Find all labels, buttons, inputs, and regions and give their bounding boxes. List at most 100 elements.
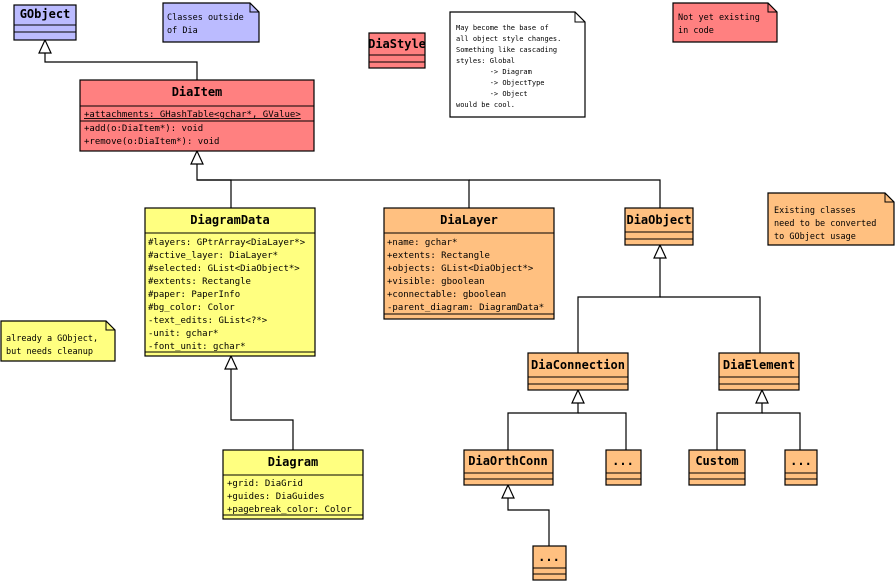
attribute-0: +attachments: GHashTable<gchar*, GValue> (84, 110, 301, 120)
class-box (383, 207, 555, 320)
arrowhead-diaobject (653, 243, 667, 259)
attribute-4: #paper: PaperInfo (148, 290, 240, 300)
class-elem-more[interactable]: ... (784, 449, 818, 486)
note-line-2: Something like cascading (456, 46, 557, 54)
note-already-gobject: already a GObject, but needs cleanup (0, 320, 116, 362)
class-box (79, 79, 315, 152)
class-name: ... (612, 454, 634, 468)
class-name: ... (790, 454, 812, 468)
class-name: DiaElement (723, 358, 795, 372)
attribute-7: -unit: gchar* (148, 329, 218, 339)
note-shape (0, 320, 116, 362)
note-line-5: -> ObjectType (456, 79, 545, 87)
inheritance-arrowheads (38, 38, 769, 499)
class-name: DiaStyle (368, 37, 426, 51)
arrowhead-diaconnection (571, 388, 585, 404)
attribute-3: #extents: Rectangle (148, 277, 251, 287)
operation-1: +remove(o:DiaItem*): void (84, 137, 219, 147)
note-line-1: of Dia (167, 26, 198, 36)
note-line-0: Existing classes (774, 206, 856, 216)
class-box (13, 4, 77, 41)
class-name: Custom (695, 454, 738, 468)
class-diaobject[interactable]: DiaObject (624, 207, 694, 246)
class-name: DiaConnection (531, 358, 625, 372)
class-name: DiaItem (172, 85, 223, 99)
class-custom[interactable]: Custom (688, 449, 746, 486)
note-line-0: Not yet existing (678, 13, 760, 23)
arrowhead-gobject (38, 38, 52, 54)
note-line-1: all object style changes. (456, 35, 561, 43)
note-cascading-styles: May become the base of all object style … (449, 11, 586, 118)
class-diaorthconn[interactable]: DiaOrthConn (463, 449, 554, 486)
class-diagramdata[interactable]: DiagramData #layers: GPtrArray<DiaLayer*… (144, 207, 316, 357)
attribute-2: +pagebreak_color: Color (227, 505, 352, 515)
attribute-4: +connectable: gboolean (387, 290, 506, 300)
class-name: Diagram (268, 455, 319, 469)
note-not-yet-existing: Not yet existing in code (672, 2, 778, 43)
arrowhead-diaorthconn (501, 483, 515, 499)
attribute-0: #layers: GPtrArray<DiaLayer*> (148, 238, 306, 248)
arrowhead-diaitem (190, 149, 204, 165)
connector-diagram-diagramdata (230, 369, 294, 450)
class-diaitem[interactable]: DiaItem +attachments: GHashTable<gchar*,… (79, 79, 315, 152)
connector-elemmore-diaelement (762, 412, 801, 450)
class-conn-more[interactable]: ... (605, 449, 642, 486)
note-line-7: would be cool. (456, 101, 515, 109)
note-line-0: May become the base of (456, 24, 549, 32)
note-shape (162, 2, 260, 43)
attribute-5: -parent_diagram: DiagramData* (387, 303, 544, 313)
note-line-0: already a GObject, (6, 334, 98, 344)
connector-diaorthconn-diaconnection (507, 403, 579, 450)
attribute-1: +extents: Rectangle (387, 251, 490, 261)
attribute-2: +objects: GList<DiaObject*> (387, 264, 534, 274)
connector-diagramdata-diaitem (196, 164, 232, 208)
connector-diaobject-diaitem (469, 179, 661, 208)
connector-custom-diaelement (716, 403, 763, 450)
connector-dialayer-diaitem (197, 179, 470, 208)
connector-diaconnection-diaobject (577, 258, 661, 353)
attribute-0: +grid: DiaGrid (227, 479, 303, 489)
attribute-1: #active_layer: DiaLayer* (148, 251, 278, 261)
connector-diaitem-gobject (44, 53, 198, 80)
class-diagram[interactable]: Diagram +grid: DiaGrid +guides: DiaGuide… (222, 449, 364, 520)
arrowhead-diagramdata (224, 354, 238, 370)
attribute-1: +guides: DiaGuides (227, 492, 325, 502)
class-name: DiaObject (626, 213, 691, 227)
arrowhead-diaelement (755, 388, 769, 404)
class-name: ... (538, 550, 560, 564)
note-line-3: styles: Global (456, 57, 515, 65)
note-line-6: -> Object (456, 90, 528, 98)
attribute-0: +name: gchar* (387, 238, 457, 248)
attribute-2: #selected: GList<DiaObject*> (148, 264, 300, 274)
note-existing-classes: Existing classes need to be converted to… (767, 192, 895, 246)
class-diastyle[interactable]: DiaStyle (368, 32, 426, 69)
class-diaconnection[interactable]: DiaConnection (527, 352, 629, 391)
class-orth-more[interactable]: ... (532, 545, 567, 581)
class-gobject[interactable]: GObject (13, 4, 77, 41)
note-line-1: but needs cleanup (6, 347, 93, 357)
class-diaelement[interactable]: DiaElement (718, 352, 800, 391)
class-name: DiagramData (190, 213, 269, 227)
note-shape (767, 192, 895, 246)
class-name: GObject (20, 7, 71, 21)
note-line-2: to GObject usage (774, 232, 856, 242)
class-dialayer[interactable]: DiaLayer +name: gchar* +extents: Rectang… (383, 207, 555, 320)
attribute-5: #bg_color: Color (148, 303, 235, 313)
note-shape (449, 11, 586, 118)
note-classes-outside: Classes outside of Dia (162, 2, 260, 43)
note-shape (672, 2, 778, 43)
connector-orthmore-diaorthconn (507, 498, 550, 546)
class-name: DiaOrthConn (468, 454, 547, 468)
inheritance-connectors (44, 53, 801, 546)
note-line-1: need to be converted (774, 219, 876, 229)
attribute-8: -font_unit: gchar* (148, 342, 246, 352)
connector-connmore-diaconnection (578, 412, 627, 450)
operation-0: +add(o:DiaItem*): void (84, 124, 203, 134)
attribute-3: +visible: gboolean (387, 277, 485, 287)
attribute-6: -text_edits: GList<?*> (148, 316, 268, 326)
note-line-4: -> Diagram (456, 68, 532, 76)
note-line-0: Classes outside (167, 13, 244, 23)
class-name: DiaLayer (440, 213, 498, 227)
class-box (222, 449, 364, 520)
